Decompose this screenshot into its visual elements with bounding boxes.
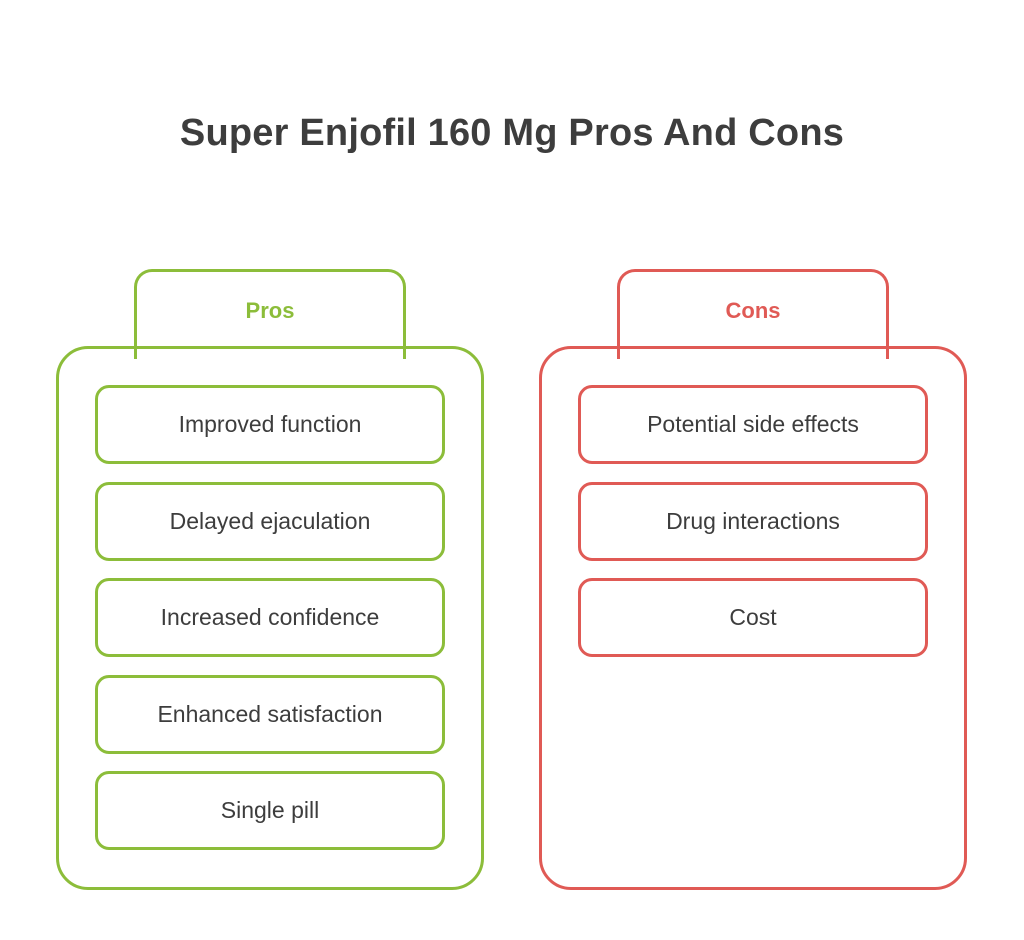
pros-heading: Pros (245, 298, 295, 323)
pros-item: Single pill (95, 771, 445, 850)
cons-heading: Cons (725, 298, 781, 323)
pros-item: Enhanced satisfaction (95, 675, 445, 754)
cons-item: Cost (578, 578, 928, 657)
cons-box (539, 346, 967, 890)
pros-item: Improved function (95, 385, 445, 464)
cons-item: Drug interactions (578, 482, 928, 561)
diagram-title: Super Enjofil 160 Mg Pros And Cons (179, 112, 845, 154)
pros-tab: Pros (134, 269, 406, 359)
cons-item: Potential side effects (578, 385, 928, 464)
pros-box (56, 346, 484, 890)
cons-tab: Cons (617, 269, 889, 359)
pros-item: Increased confidence (95, 578, 445, 657)
pros-item: Delayed ejaculation (95, 482, 445, 561)
